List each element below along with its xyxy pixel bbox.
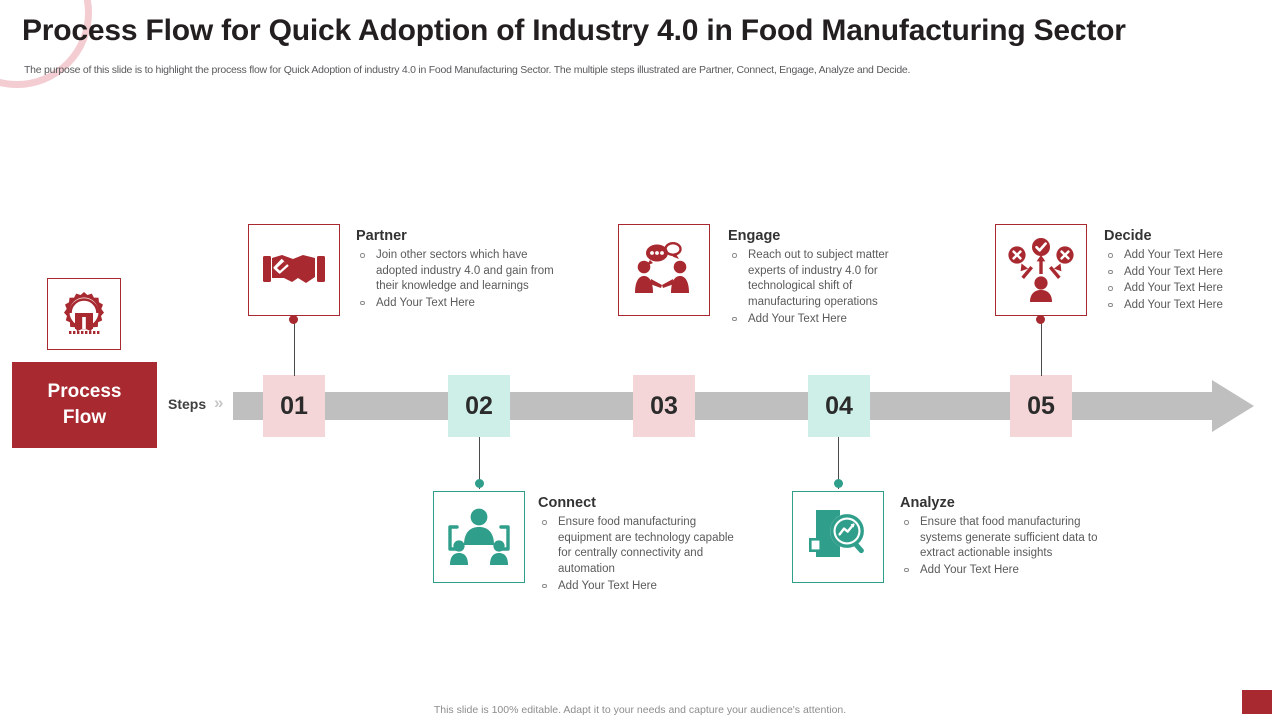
list-item: Ensure that food manufacturing systems g…: [900, 515, 1125, 562]
step-box-05[interactable]: 05: [1010, 375, 1072, 437]
timeline-segment: [325, 392, 448, 420]
list-item: Add Your Text Here: [900, 563, 1125, 579]
list-item: Ensure food manufacturing equipment are …: [538, 515, 738, 578]
partner-card: Partner Join other sectors which have ad…: [356, 228, 556, 313]
partner-bullet-list: Join other sectors which have adopted in…: [356, 248, 556, 312]
connector-dot-connect: [475, 479, 484, 488]
connector-dot-decide: [1036, 315, 1045, 324]
process-flow-line1: Process: [47, 381, 122, 403]
corner-accent-square: [1242, 690, 1272, 714]
connector-line-analyze: [838, 437, 839, 489]
step-box-04[interactable]: 04: [808, 375, 870, 437]
connect-icon-frame: [433, 491, 525, 583]
timeline-segment: [1072, 392, 1214, 420]
footer-note: This slide is 100% editable. Adapt it to…: [433, 704, 847, 716]
two-people-chat-icon: [635, 241, 689, 293]
timeline-arrowhead: [1212, 380, 1254, 432]
decide-card: Decide Add Your Text Here Add Your Text …: [1104, 228, 1280, 315]
timeline-segment: [870, 392, 1010, 420]
connector-line-partner: [294, 320, 295, 376]
factory-gear-icon-frame: [47, 278, 121, 350]
analyze-icon-frame: [792, 491, 884, 583]
timeline-segment: [695, 392, 808, 420]
step-number-05: 05: [1027, 391, 1055, 420]
analyze-card: Analyze Ensure that food manufacturing s…: [900, 495, 1125, 580]
step-number-03: 03: [650, 391, 678, 420]
list-item: Reach out to subject matter experts of i…: [728, 248, 928, 311]
connect-bullet-list: Ensure food manufacturing equipment are …: [538, 515, 738, 594]
document-magnifier-chart-icon: [809, 510, 864, 557]
list-item: Add Your Text Here: [356, 296, 556, 312]
list-item: Join other sectors which have adopted in…: [356, 248, 556, 295]
list-item: Add Your Text Here: [1104, 281, 1280, 297]
analyze-bullet-list: Ensure that food manufacturing systems g…: [900, 515, 1125, 579]
engage-card: Engage Reach out to subject matter exper…: [728, 228, 928, 328]
decision-arrows-icon: [1008, 238, 1074, 302]
factory-gear-icon: [64, 292, 104, 334]
list-item: Add Your Text Here: [1104, 265, 1280, 281]
list-item: Add Your Text Here: [728, 312, 928, 328]
connect-title: Connect: [538, 495, 596, 511]
step-box-03[interactable]: 03: [633, 375, 695, 437]
engage-icon-frame: [618, 224, 710, 316]
engage-bullet-list: Reach out to subject matter experts of i…: [728, 248, 928, 327]
connector-dot-analyze: [834, 479, 843, 488]
process-flow-badge: Process Flow: [12, 362, 157, 448]
connector-line-decide: [1041, 320, 1042, 376]
decide-icon-frame: [995, 224, 1087, 316]
page-subtitle: The purpose of this slide is to highligh…: [24, 64, 911, 76]
connect-card: Connect Ensure food manufacturing equipm…: [538, 495, 738, 595]
handshake-icon: [263, 255, 325, 283]
connector-line-connect: [479, 437, 480, 489]
analyze-title: Analyze: [900, 495, 955, 511]
timeline-segment: [233, 392, 263, 420]
process-flow-line2: Flow: [62, 407, 107, 428]
decide-title: Decide: [1104, 228, 1152, 244]
list-item: Add Your Text Here: [1104, 248, 1280, 264]
engage-title: Engage: [728, 228, 781, 244]
partner-icon-frame: [248, 224, 340, 316]
list-item: Add Your Text Here: [1104, 298, 1280, 314]
page-title: Process Flow for Quick Adoption of Indus…: [22, 14, 1126, 47]
decide-bullet-list: Add Your Text Here Add Your Text Here Ad…: [1104, 248, 1280, 314]
partner-title: Partner: [356, 228, 407, 244]
list-item: Add Your Text Here: [538, 579, 738, 595]
people-network-icon: [448, 508, 510, 565]
timeline-segment: [510, 392, 633, 420]
step-box-02[interactable]: 02: [448, 375, 510, 437]
step-number-02: 02: [465, 391, 493, 420]
chevron-right-icon: »: [214, 393, 224, 412]
step-number-01: 01: [280, 391, 308, 420]
connector-dot-partner: [289, 315, 298, 324]
step-box-01[interactable]: 01: [263, 375, 325, 437]
step-number-04: 04: [825, 391, 853, 420]
steps-label: Steps: [168, 396, 207, 412]
